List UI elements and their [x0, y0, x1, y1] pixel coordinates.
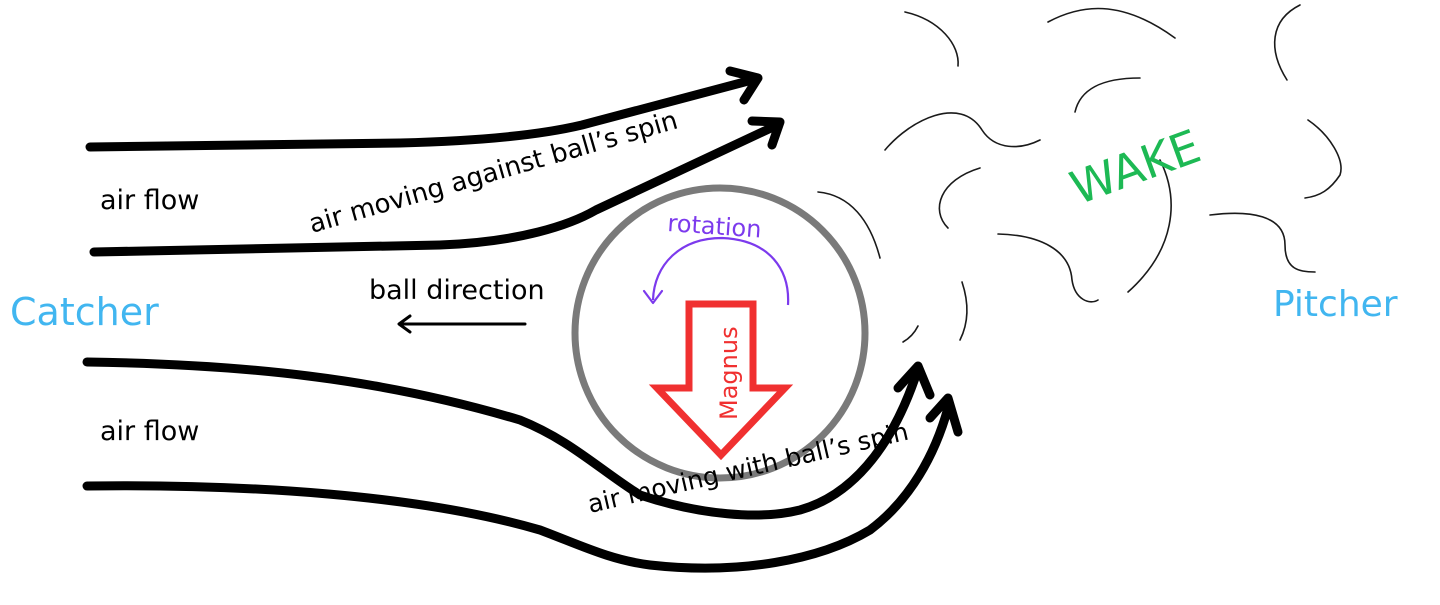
rotation-label: rotation: [667, 209, 763, 243]
ball-direction-label: ball direction: [369, 275, 545, 306]
pitcher-label: Pitcher: [1273, 284, 1398, 325]
wake-squiggle: [904, 11, 959, 67]
wake-squiggle: [938, 167, 981, 229]
wake-label: WAKE: [1063, 119, 1207, 215]
wake-squiggle: [1047, 7, 1176, 39]
wake-squiggle: [1074, 77, 1141, 113]
wake-turbulence: [817, 4, 1342, 343]
wake-squiggle: [997, 233, 1099, 303]
rotation-arrow: [642, 236, 790, 306]
magnus-force-arrow: [648, 300, 794, 461]
air-flow-line-bottom-lower: [82, 403, 953, 573]
air-flow-line-bottom-upper: [82, 357, 920, 520]
wake-squiggle: [959, 281, 968, 341]
air-flow-label-bottom: air flow: [100, 416, 199, 447]
air-flow-line-top-upper: [85, 75, 757, 152]
air-flow-arrowhead-bottom-lower: [925, 393, 963, 437]
wake-squiggle: [1273, 4, 1301, 81]
air-flow-arrowhead-top-upper: [725, 66, 763, 105]
magnus-label: Magnus: [715, 326, 743, 420]
air-flow-label-top: air flow: [100, 185, 199, 216]
wake-squiggle: [884, 112, 1041, 151]
air-flow-arrowhead-top-lower: [747, 116, 785, 150]
catcher-label: Catcher: [10, 290, 159, 334]
ball-direction-arrow: [397, 314, 527, 334]
air-flow-line-top-lower: [89, 122, 778, 257]
air-flow-arrowhead-bottom-upper: [893, 361, 935, 400]
wake-squiggle: [1209, 212, 1316, 273]
wake-squiggle: [817, 191, 881, 259]
wake-squiggle: [1304, 119, 1342, 199]
wake-squiggle: [1127, 159, 1172, 293]
wake-squiggle: [902, 325, 919, 343]
